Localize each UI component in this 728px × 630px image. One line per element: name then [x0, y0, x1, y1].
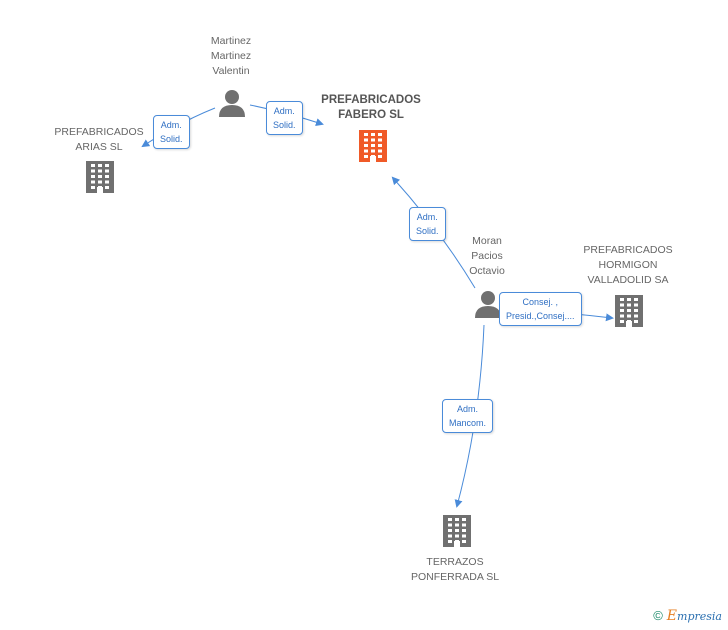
edge-label-martinez-arias[interactable]: Adm. Solid. — [153, 115, 190, 149]
person-icon[interactable] — [219, 90, 245, 117]
edge-label-moran-hormigon[interactable]: Consej. , Presid.,Consej.... — [499, 292, 582, 326]
edge-label-martinez-fabero[interactable]: Adm. Solid. — [266, 101, 303, 135]
company-label-fabero[interactable]: PREFABRICADOS FABERO SL — [321, 94, 421, 121]
company-label-arias[interactable]: PREFABRICADOS ARIAS SL — [54, 126, 144, 153]
edge-label-moran-terrazos[interactable]: Adm. Mancom. — [442, 399, 494, 433]
brand-initial: E — [666, 608, 678, 624]
building-icon[interactable] — [443, 515, 471, 547]
edge-label-moran-fabero[interactable]: Adm. Solid. — [409, 207, 446, 241]
copyright-symbol: © — [653, 608, 663, 623]
building-icon[interactable] — [86, 161, 114, 193]
brand-name: mpresia — [677, 610, 722, 623]
person-label-moran[interactable]: Moran Pacios Octavio — [469, 235, 505, 277]
company-label-hormigon[interactable]: PREFABRICADOS HORMIGON VALLADOLID SA — [583, 244, 673, 286]
empresia-logo: ©Empresia — [653, 608, 722, 624]
person-label-martinez[interactable]: Martinez Martinez Valentin — [210, 35, 252, 77]
building-icon[interactable] — [359, 130, 387, 162]
building-icon[interactable] — [615, 295, 643, 327]
person-icon[interactable] — [475, 291, 501, 318]
company-label-terrazos[interactable]: TERRAZOS PONFERRADA SL — [410, 556, 500, 583]
